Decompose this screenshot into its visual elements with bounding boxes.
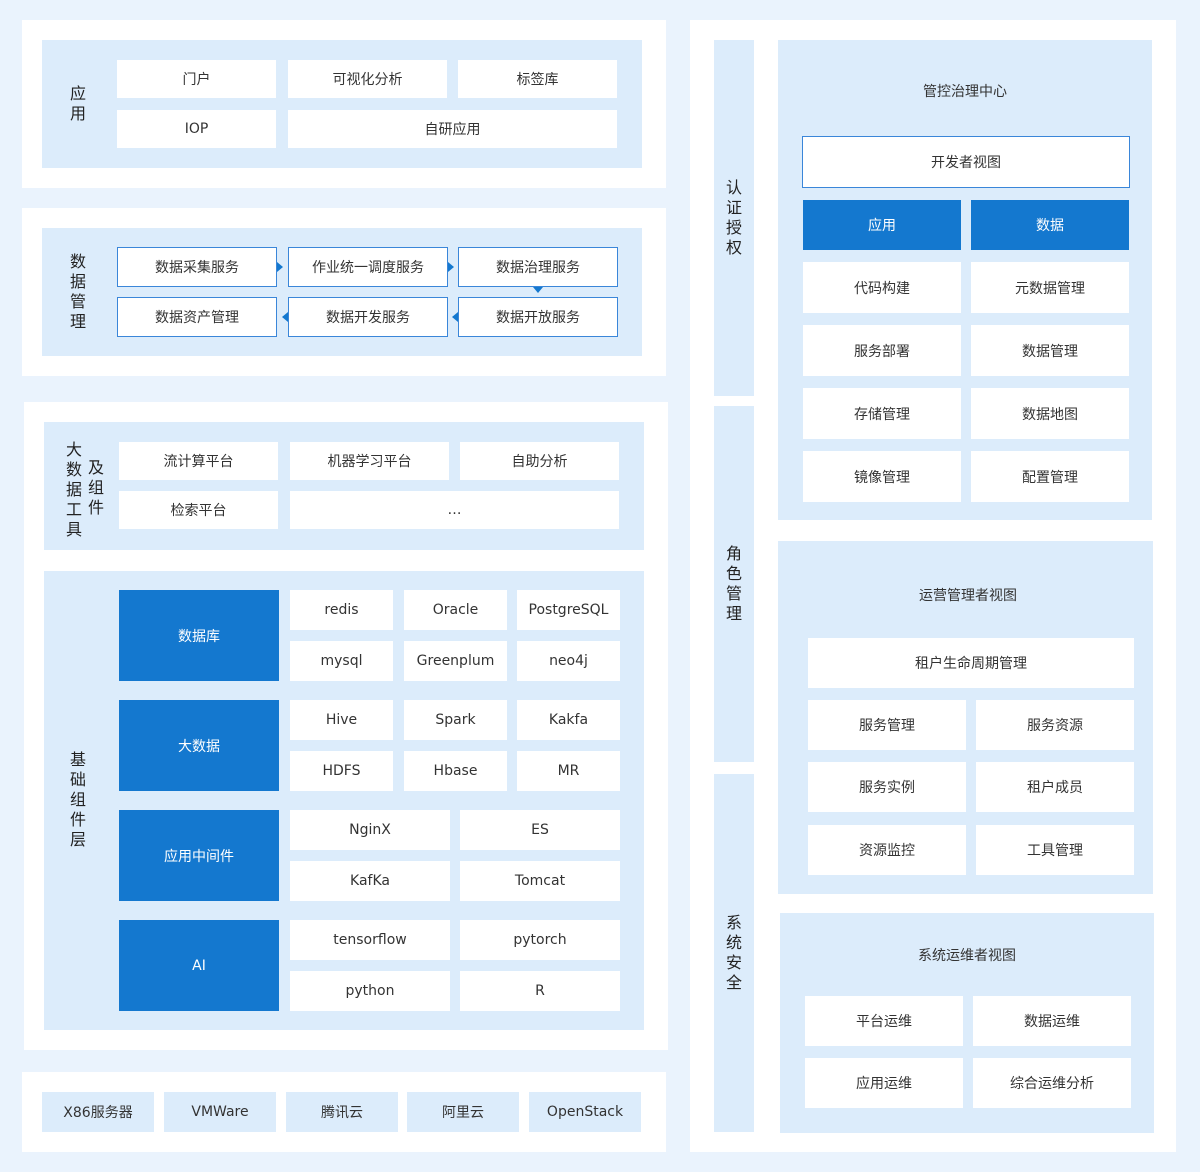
- storage-management[interactable]: 存储管理: [803, 388, 961, 439]
- database-group-header[interactable]: 数据库: [119, 590, 279, 681]
- infra-aliyun[interactable]: 阿里云: [407, 1092, 519, 1132]
- db-greenplum[interactable]: Greenplum: [404, 641, 507, 681]
- image-management[interactable]: 镜像管理: [803, 451, 961, 502]
- base-components-label: 基础组件层: [70, 750, 87, 849]
- data-ops[interactable]: 数据运维: [973, 996, 1131, 1046]
- role-management-label: 角色管理: [714, 406, 754, 762]
- data-management-label: 数据管理: [70, 252, 87, 331]
- search-platform[interactable]: 检索平台: [119, 491, 278, 529]
- app-item-portal[interactable]: 门户: [117, 60, 276, 98]
- db-redis[interactable]: redis: [290, 590, 393, 630]
- app-item-tag-library[interactable]: 标签库: [458, 60, 617, 98]
- data-collection-service[interactable]: 数据采集服务: [117, 247, 277, 287]
- comprehensive-ops-analysis[interactable]: 综合运维分析: [973, 1058, 1131, 1108]
- infra-tencent-cloud[interactable]: 腾讯云: [286, 1092, 398, 1132]
- config-management[interactable]: 配置管理: [971, 451, 1129, 502]
- tool-management[interactable]: 工具管理: [976, 825, 1134, 875]
- system-security-label: 系统安全: [714, 774, 754, 1132]
- middleware-nginx[interactable]: NginX: [290, 810, 450, 850]
- sysops-view-title: 系统运维者视图: [918, 948, 1016, 964]
- arrow-left-icon: [282, 312, 288, 322]
- db-oracle[interactable]: Oracle: [404, 590, 507, 630]
- data-management[interactable]: 数据管理: [971, 325, 1129, 376]
- infra-vmware[interactable]: VMWare: [164, 1092, 276, 1132]
- bigdata-tools-label-col1: 大数据工具: [66, 440, 83, 539]
- middleware-group-header[interactable]: 应用中间件: [119, 810, 279, 901]
- service-resources[interactable]: 服务资源: [976, 700, 1134, 750]
- tab-data[interactable]: 数据: [971, 200, 1129, 250]
- control-center-title: 管控治理中心: [923, 84, 1007, 100]
- middleware-es[interactable]: ES: [460, 810, 620, 850]
- db-mysql[interactable]: mysql: [290, 641, 393, 681]
- application-layer-label: 应用: [70, 84, 87, 123]
- service-instances[interactable]: 服务实例: [808, 762, 966, 812]
- bigdata-group-header[interactable]: 大数据: [119, 700, 279, 791]
- bigdata-tools-label-col2: 及组件: [88, 458, 105, 517]
- infra-openstack[interactable]: OpenStack: [529, 1092, 641, 1132]
- arrow-right-icon: [277, 262, 283, 272]
- infra-x86-server[interactable]: X86服务器: [42, 1092, 154, 1132]
- tab-application[interactable]: 应用: [803, 200, 961, 250]
- middleware-tomcat[interactable]: Tomcat: [460, 861, 620, 901]
- db-neo4j[interactable]: neo4j: [517, 641, 620, 681]
- bigdata-tools-label: 大数据工具 及组件: [62, 440, 108, 540]
- ai-group-header[interactable]: AI: [119, 920, 279, 1011]
- code-build[interactable]: 代码构建: [803, 262, 961, 313]
- more-tools-ellipsis[interactable]: …: [290, 491, 619, 529]
- app-item-iop[interactable]: IOP: [117, 110, 276, 148]
- data-asset-management[interactable]: 数据资产管理: [117, 297, 277, 337]
- machine-learning-platform[interactable]: 机器学习平台: [290, 442, 449, 480]
- arrow-right-icon: [448, 262, 454, 272]
- metadata-management[interactable]: 元数据管理: [971, 262, 1129, 313]
- data-open-service[interactable]: 数据开放服务: [458, 297, 618, 337]
- developer-view-button[interactable]: 开发者视图: [802, 136, 1130, 188]
- data-development-service[interactable]: 数据开发服务: [288, 297, 448, 337]
- ai-python[interactable]: python: [290, 971, 450, 1011]
- service-deployment[interactable]: 服务部署: [803, 325, 961, 376]
- data-map[interactable]: 数据地图: [971, 388, 1129, 439]
- ai-tensorflow[interactable]: tensorflow: [290, 920, 450, 960]
- ai-r[interactable]: R: [460, 971, 620, 1011]
- tenant-members[interactable]: 租户成员: [976, 762, 1134, 812]
- auth-label: 认证授权: [714, 40, 754, 396]
- tenant-lifecycle-management[interactable]: 租户生命周期管理: [808, 638, 1134, 688]
- platform-ops[interactable]: 平台运维: [805, 996, 963, 1046]
- data-governance-service[interactable]: 数据治理服务: [458, 247, 618, 287]
- ops-view-title: 运营管理者视图: [919, 588, 1017, 604]
- bigdata-hive[interactable]: Hive: [290, 700, 393, 740]
- application-ops[interactable]: 应用运维: [805, 1058, 963, 1108]
- arrow-down-icon: [533, 287, 543, 293]
- db-postgresql[interactable]: PostgreSQL: [517, 590, 620, 630]
- arrow-left-icon: [452, 312, 458, 322]
- job-scheduling-service[interactable]: 作业统一调度服务: [288, 247, 448, 287]
- bigdata-hdfs[interactable]: HDFS: [290, 751, 393, 791]
- bigdata-mr[interactable]: MR: [517, 751, 620, 791]
- middleware-kafka[interactable]: KafKa: [290, 861, 450, 901]
- bigdata-spark[interactable]: Spark: [404, 700, 507, 740]
- self-service-analysis[interactable]: 自助分析: [460, 442, 619, 480]
- bigdata-kakfa[interactable]: Kakfa: [517, 700, 620, 740]
- service-management[interactable]: 服务管理: [808, 700, 966, 750]
- resource-monitoring[interactable]: 资源监控: [808, 825, 966, 875]
- app-item-visual-analysis[interactable]: 可视化分析: [288, 60, 447, 98]
- bigdata-hbase[interactable]: Hbase: [404, 751, 507, 791]
- stream-computing-platform[interactable]: 流计算平台: [119, 442, 278, 480]
- ai-pytorch[interactable]: pytorch: [460, 920, 620, 960]
- app-item-self-developed[interactable]: 自研应用: [288, 110, 617, 148]
